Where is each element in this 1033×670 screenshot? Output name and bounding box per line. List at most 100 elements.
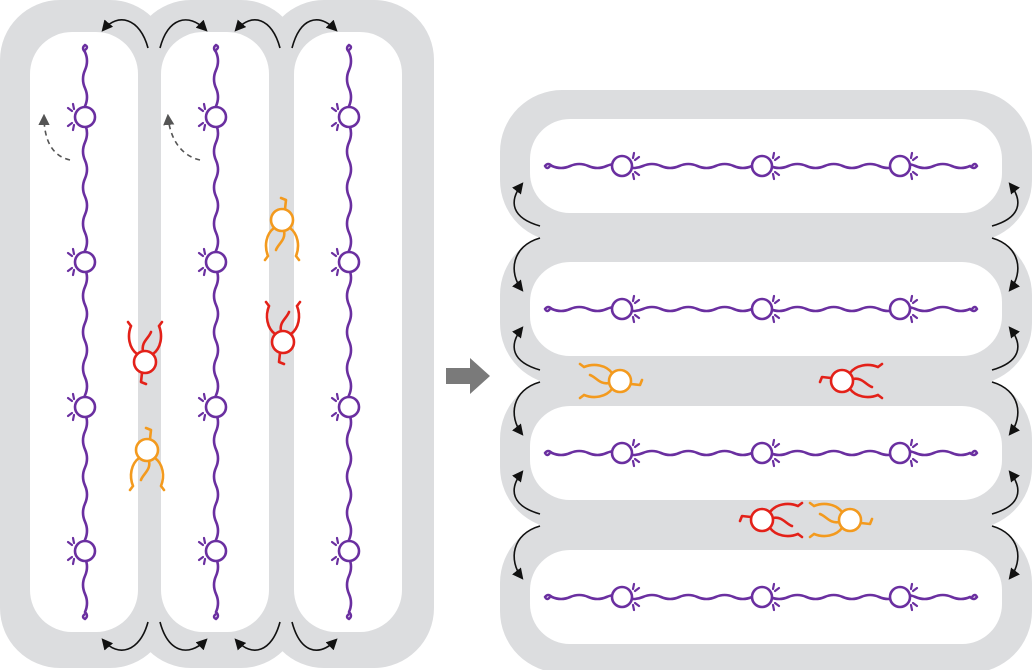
ring-mark <box>888 441 912 465</box>
tick-mark <box>330 102 340 132</box>
walker-limbs <box>264 300 302 366</box>
dashed-rotation-arrow-icon <box>38 113 71 161</box>
strand-curl <box>969 305 979 313</box>
tick-mark <box>909 151 919 181</box>
walker-body <box>607 368 633 394</box>
anchored-molecule-icon <box>610 151 641 181</box>
walker-limbs <box>578 362 644 400</box>
tick-mark <box>197 102 207 132</box>
tick-mark <box>771 582 781 612</box>
flow-arrow-icon <box>291 621 338 651</box>
anchored-molecule-icon <box>610 438 641 468</box>
tether-strand <box>81 43 89 621</box>
anchored-molecule-icon <box>888 582 919 612</box>
flow-arrow-icon <box>991 326 1020 371</box>
anchored-molecule-icon <box>610 294 641 324</box>
ring-mark <box>750 441 774 465</box>
anchored-molecule-icon <box>197 392 228 422</box>
tick-mark <box>66 392 76 422</box>
ring-mark <box>750 585 774 609</box>
anchored-molecule-icon <box>330 247 361 277</box>
flow-arrow-icon <box>234 19 281 49</box>
ring-mark <box>750 297 774 321</box>
ring-mark <box>610 297 634 321</box>
flow-arrow-icon <box>512 525 541 580</box>
tick-mark <box>330 247 340 277</box>
tick-mark <box>66 536 76 566</box>
strand-curl <box>969 162 979 170</box>
walker-body <box>829 368 855 394</box>
strand-curl <box>345 43 353 53</box>
walker-body <box>269 207 295 233</box>
flow-arrow-icon <box>159 19 208 49</box>
strand-curl <box>212 611 220 621</box>
anchored-molecule-icon <box>66 536 97 566</box>
ring-mark <box>610 585 634 609</box>
strand-curl <box>543 162 553 170</box>
ring-mark <box>610 441 634 465</box>
flow-arrow-icon <box>991 381 1020 436</box>
anchored-molecule-icon <box>330 536 361 566</box>
ring-mark <box>73 395 97 419</box>
right-arrow-icon <box>446 358 490 394</box>
flow-arrow-icon <box>512 326 541 371</box>
tick-mark <box>631 438 641 468</box>
flow-arrow-icon <box>991 237 1020 292</box>
tick-mark <box>197 247 207 277</box>
ring-mark <box>888 154 912 178</box>
flow-arrow-icon <box>101 621 149 651</box>
walker-limbs <box>126 320 164 386</box>
tick-mark <box>771 438 781 468</box>
orange-walker-icon <box>578 362 644 400</box>
ring-mark <box>204 250 228 274</box>
strand-curl <box>543 449 553 457</box>
tick-mark <box>330 536 340 566</box>
ring-mark <box>888 297 912 321</box>
anchored-molecule-icon <box>66 392 97 422</box>
ring-mark <box>204 395 228 419</box>
anchored-molecule-icon <box>750 582 781 612</box>
anchored-molecule-icon <box>888 438 919 468</box>
anchored-molecule-icon <box>197 247 228 277</box>
tick-mark <box>197 536 207 566</box>
anchored-molecule-icon <box>750 438 781 468</box>
tick-mark <box>66 102 76 132</box>
walker-body <box>749 507 775 533</box>
flow-arrow-icon <box>234 621 281 651</box>
ring-mark <box>337 395 361 419</box>
walker-limbs <box>818 362 884 400</box>
walker-body <box>270 329 296 355</box>
tick-mark <box>771 294 781 324</box>
anchored-molecule-icon <box>66 247 97 277</box>
orange-walker-icon <box>263 196 301 262</box>
walker-body <box>134 437 160 463</box>
ring-mark <box>337 105 361 129</box>
ring-mark <box>750 154 774 178</box>
flow-arrow-icon <box>512 237 541 292</box>
walker-limbs <box>263 196 301 262</box>
walker-body <box>132 349 158 375</box>
walker-limbs <box>128 426 166 492</box>
transition-arrow <box>446 358 490 394</box>
tick-mark <box>771 151 781 181</box>
flow-arrow-icon <box>991 182 1020 227</box>
anchored-molecule-icon <box>66 102 97 132</box>
red-walker-icon <box>264 300 302 366</box>
anchored-molecule-icon <box>888 294 919 324</box>
anchored-molecule-icon <box>750 294 781 324</box>
ring-mark <box>204 105 228 129</box>
flow-arrow-icon <box>101 19 149 49</box>
red-walker-icon <box>126 320 164 386</box>
strand-curl <box>969 593 979 601</box>
walker-limbs <box>808 501 874 539</box>
flow-arrow-icon <box>512 470 541 515</box>
dashed-rotation-arrow-icon <box>163 113 201 161</box>
anchored-molecule-icon <box>330 392 361 422</box>
tick-mark <box>631 294 641 324</box>
ring-mark <box>73 539 97 563</box>
ring-mark <box>337 250 361 274</box>
ring-mark <box>888 585 912 609</box>
orange-walker-icon <box>128 426 166 492</box>
strand-path <box>345 50 353 614</box>
